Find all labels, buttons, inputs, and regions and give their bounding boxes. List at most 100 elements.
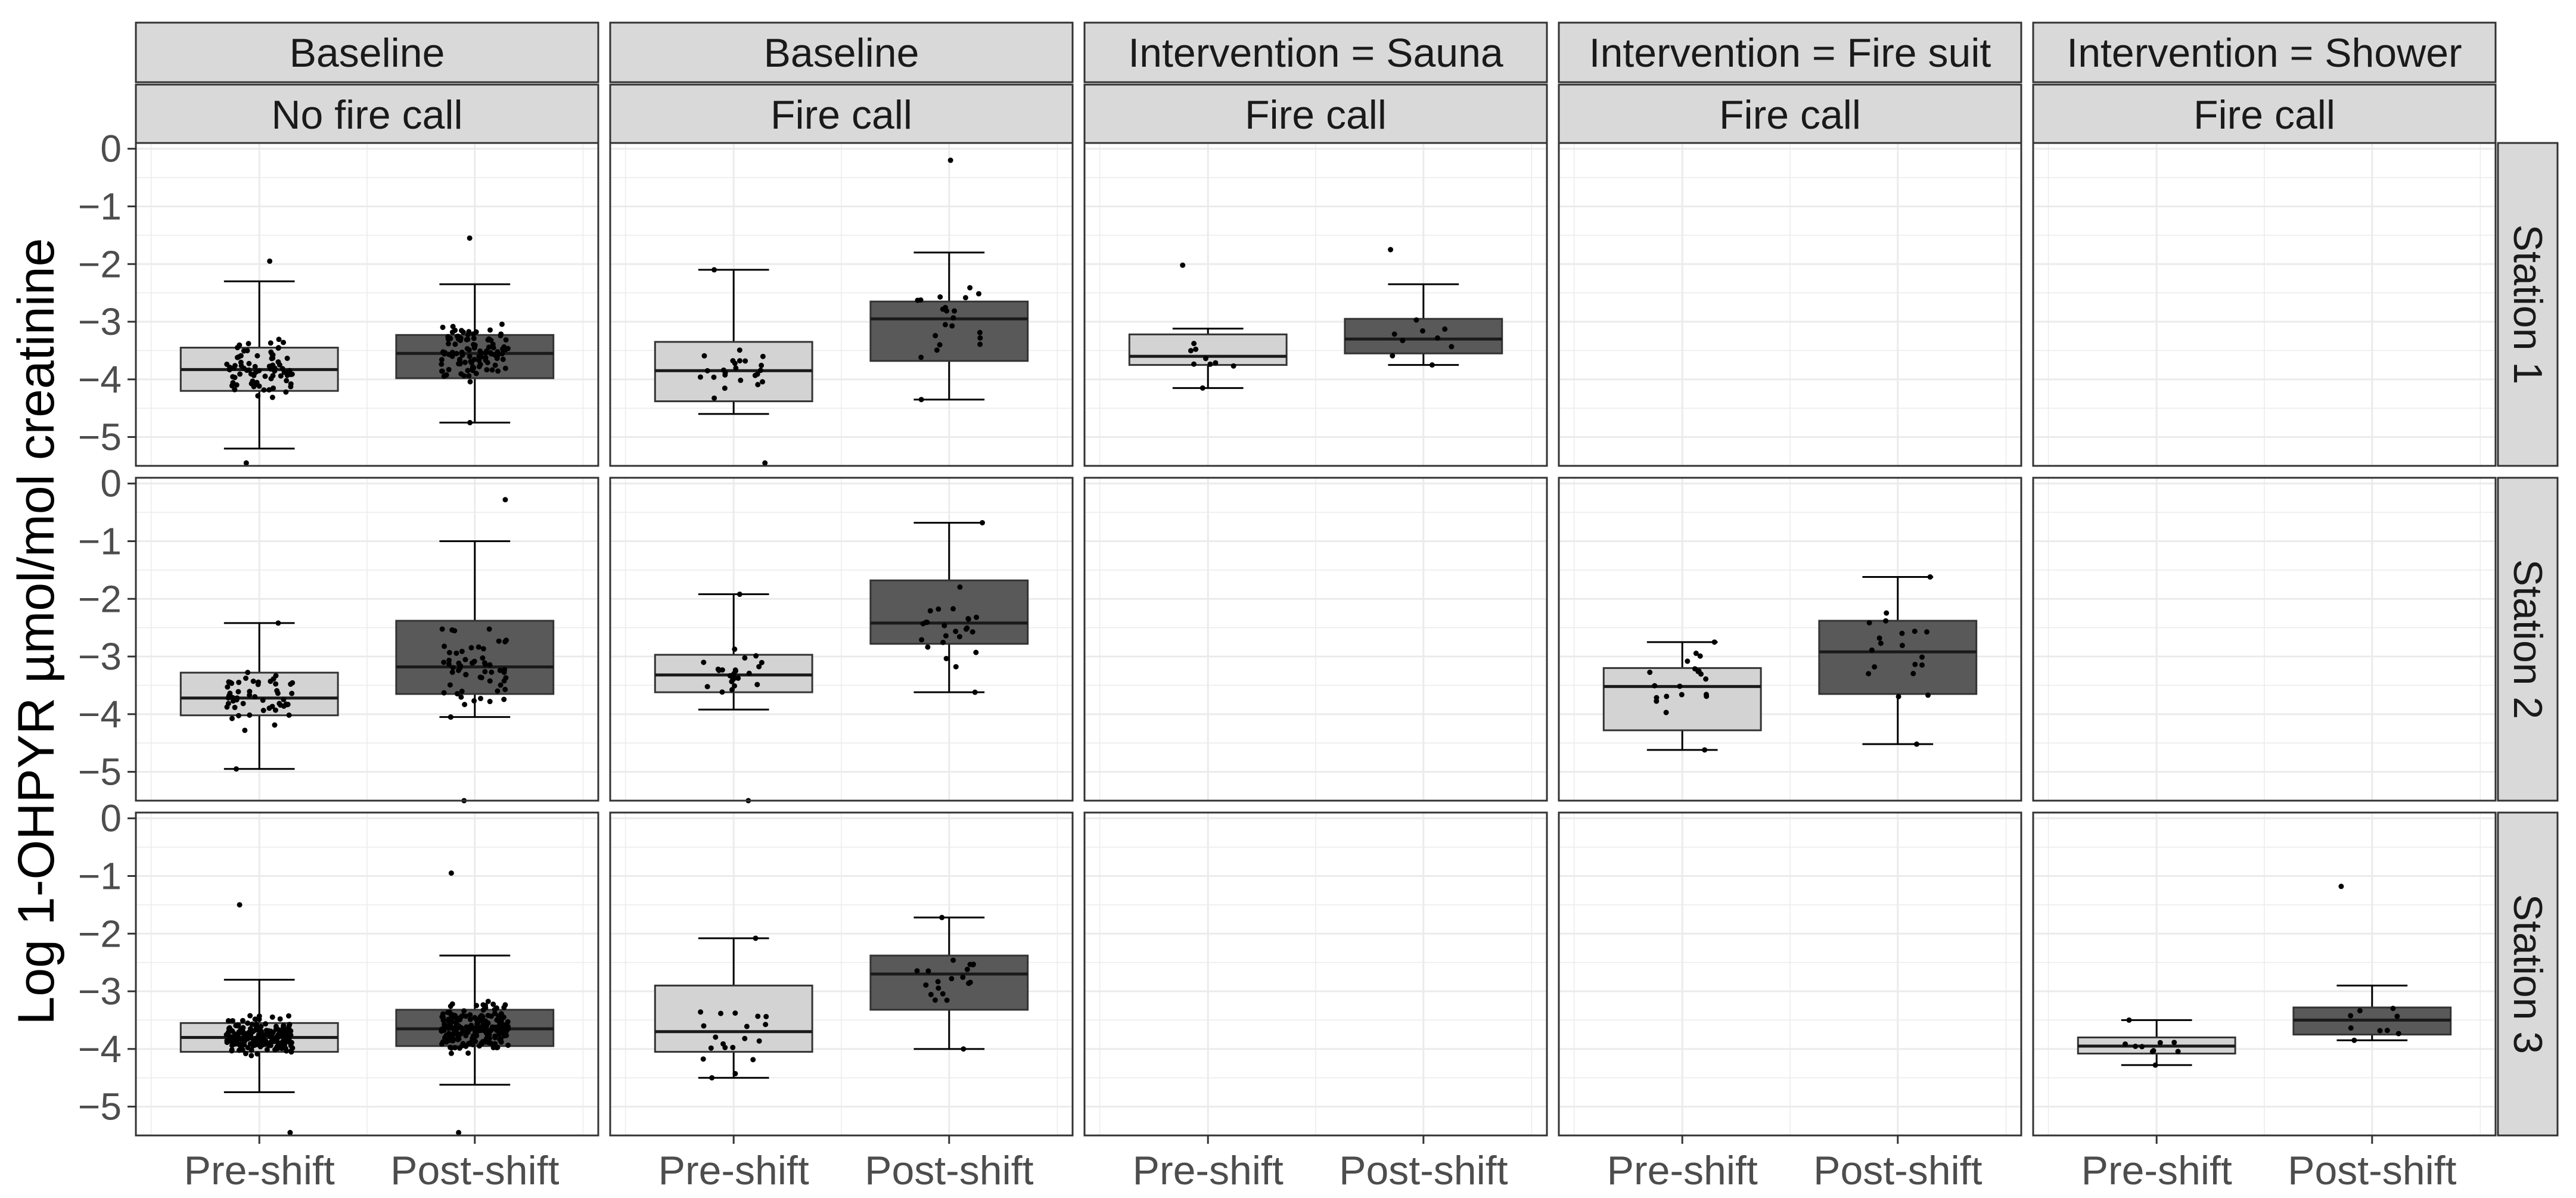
data-point — [448, 1003, 453, 1009]
data-point — [949, 323, 955, 329]
column-strip-top-label: Intervention = Shower — [2067, 30, 2462, 76]
data-point — [501, 696, 507, 702]
data-point — [484, 367, 490, 373]
data-point — [1413, 317, 1419, 323]
data-point — [2157, 1040, 2163, 1045]
data-point — [476, 644, 481, 650]
data-point — [727, 673, 733, 679]
data-point — [248, 381, 254, 387]
data-point — [238, 353, 244, 359]
panel-border — [1558, 477, 2022, 802]
data-point — [464, 337, 470, 343]
data-point — [467, 353, 473, 359]
data-point — [242, 727, 248, 733]
data-point — [458, 1013, 464, 1019]
data-point — [439, 1041, 445, 1047]
data-point — [1697, 653, 1703, 659]
column-strip-bottom — [1558, 83, 2022, 145]
data-point — [490, 341, 496, 347]
data-point — [252, 363, 258, 369]
data-point — [497, 667, 503, 673]
data-point — [247, 692, 253, 698]
data-point — [760, 379, 766, 385]
data-point — [455, 1037, 461, 1043]
data-point — [268, 349, 274, 355]
data-point — [495, 1044, 501, 1050]
data-point — [760, 353, 766, 359]
data-point — [1927, 574, 1933, 580]
data-point — [970, 629, 975, 635]
data-point — [732, 360, 738, 366]
data-point — [2152, 1062, 2158, 1068]
data-point — [468, 645, 474, 651]
data-point — [286, 712, 292, 718]
y-axis-label: Log 1-OHPYR µmol/mol creatinine — [8, 238, 65, 1025]
data-point — [732, 1071, 738, 1076]
data-point — [1685, 658, 1691, 664]
data-point — [459, 688, 465, 694]
data-point — [759, 362, 765, 368]
data-point — [719, 689, 725, 695]
data-point — [977, 329, 983, 335]
data-point — [732, 1010, 738, 1016]
data-point — [940, 639, 946, 645]
data-point — [287, 1129, 293, 1135]
data-point — [237, 371, 243, 377]
data-point — [452, 327, 458, 333]
data-point — [733, 365, 739, 371]
data-point — [763, 1022, 769, 1028]
data-point — [487, 327, 493, 333]
data-point — [492, 1024, 498, 1030]
y-tick-label: −2 — [78, 912, 122, 955]
column-strip-top — [1558, 21, 2022, 83]
x-tick-label: Post-shift — [390, 1148, 560, 1193]
data-point — [446, 649, 452, 655]
data-point — [475, 1020, 481, 1026]
data-point — [258, 1032, 264, 1038]
data-point — [925, 968, 931, 974]
data-point — [1664, 693, 1670, 699]
data-point — [753, 653, 759, 659]
data-point — [271, 676, 276, 682]
x-tick-label: Post-shift — [865, 1148, 1034, 1193]
data-point — [918, 354, 924, 360]
data-point — [486, 626, 492, 632]
data-point — [501, 678, 507, 684]
data-point — [478, 675, 484, 681]
data-point — [266, 705, 272, 711]
data-point — [449, 669, 455, 675]
data-point — [1390, 353, 1396, 359]
data-point — [480, 1002, 486, 1008]
data-point — [450, 665, 456, 671]
data-point — [283, 389, 289, 395]
data-point — [458, 694, 464, 700]
data-point — [927, 608, 933, 614]
data-point — [1912, 628, 1918, 634]
data-point — [701, 353, 707, 359]
data-point — [289, 371, 295, 377]
data-point — [488, 337, 494, 343]
data-point — [441, 1022, 447, 1028]
data-point — [482, 668, 488, 674]
data-point — [250, 1043, 256, 1048]
data-point — [271, 385, 276, 391]
data-point — [970, 961, 976, 967]
data-point — [266, 387, 272, 393]
data-point — [474, 1003, 480, 1009]
column-strip-top — [135, 21, 599, 83]
panel-border — [1083, 477, 1548, 802]
row-strip — [2497, 142, 2559, 467]
data-point — [709, 1075, 715, 1081]
data-point — [459, 648, 465, 654]
data-point — [1869, 647, 1875, 653]
y-tick-label: 0 — [100, 462, 122, 505]
data-point — [448, 1050, 454, 1056]
data-point — [505, 1043, 511, 1048]
data-point — [269, 394, 275, 400]
data-point — [479, 1017, 485, 1023]
data-point — [754, 371, 760, 377]
data-point — [225, 701, 231, 707]
data-point — [490, 1001, 496, 1007]
data-point — [282, 1039, 288, 1045]
row-strip-label: Station 3 — [2505, 894, 2550, 1054]
